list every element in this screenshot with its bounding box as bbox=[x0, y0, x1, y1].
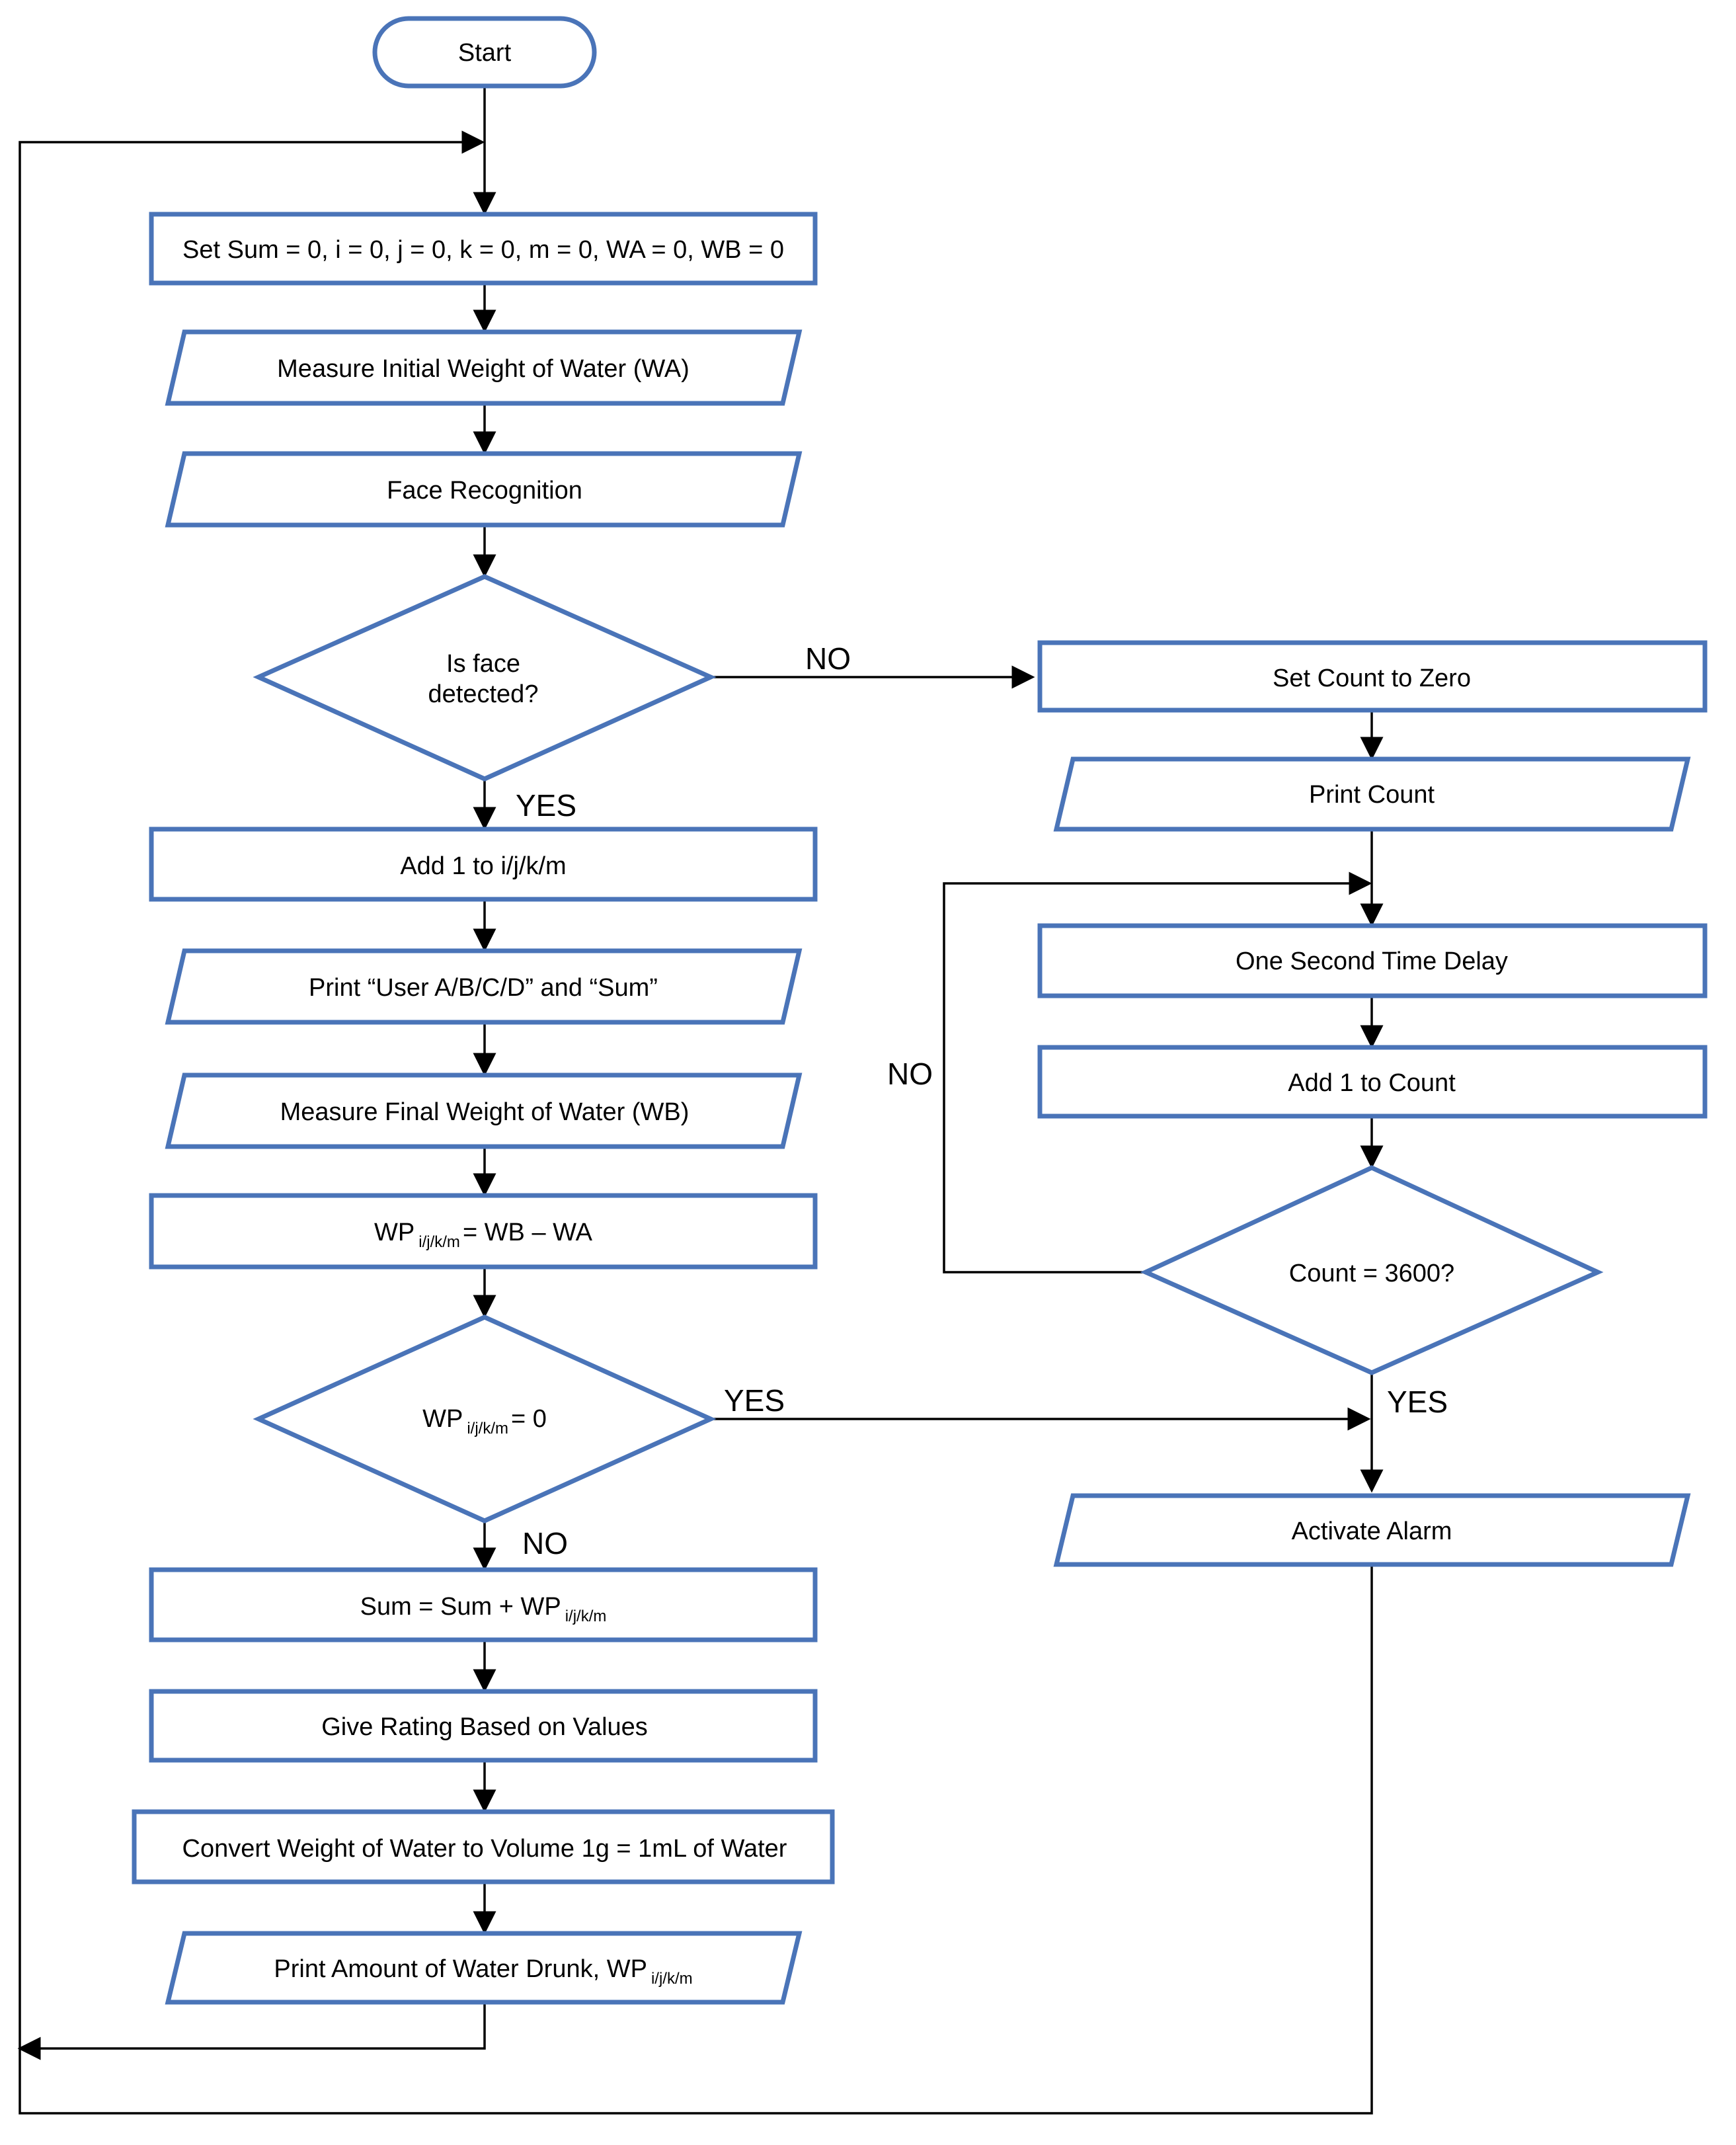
node-start: Start bbox=[372, 16, 597, 89]
node-set-count-zero-label: Set Count to Zero bbox=[1273, 665, 1471, 692]
edge-label-count-no: NO bbox=[887, 1057, 933, 1091]
edge-label-face-no: NO bbox=[805, 641, 851, 676]
node-wp-calc-subscript: i/j/k/m bbox=[418, 1233, 460, 1251]
node-sum-update-subscript: i/j/k/m bbox=[565, 1607, 607, 1625]
edges bbox=[17, 87, 1384, 2115]
edge-loop-back-left bbox=[17, 2003, 486, 2060]
node-one-second-delay-label: One Second Time Delay bbox=[1236, 948, 1508, 975]
node-print-count: Print Count bbox=[1053, 756, 1691, 832]
edge-label-count-yes: YES bbox=[1387, 1385, 1448, 1419]
node-measure-initial: Measure Initial Weight of Water (WA) bbox=[165, 329, 803, 406]
node-print-amount-main: Print Amount of Water Drunk, WP bbox=[274, 1955, 647, 1983]
node-face-recognition-label: Face Recognition bbox=[387, 477, 582, 505]
node-count-check: Count = 3600? bbox=[1140, 1165, 1604, 1375]
node-measure-final: Measure Final Weight of Water (WB) bbox=[165, 1072, 803, 1149]
node-print-count-label: Print Count bbox=[1309, 781, 1435, 809]
node-is-face-label-line2: detected? bbox=[428, 680, 539, 708]
node-convert-label: Convert Weight of Water to Volume 1g = 1… bbox=[182, 1835, 787, 1863]
node-print-amount-subscript: i/j/k/m bbox=[651, 1970, 693, 1988]
node-give-rating-label: Give Rating Based on Values bbox=[321, 1713, 648, 1741]
node-add-one-user-label: Add 1 to i/j/k/m bbox=[400, 852, 566, 880]
node-measure-initial-label: Measure Initial Weight of Water (WA) bbox=[277, 355, 690, 383]
node-one-second-delay: One Second Time Delay bbox=[1037, 923, 1708, 998]
node-add-one-count: Add 1 to Count bbox=[1037, 1045, 1708, 1119]
node-wp-calc-rest: = WB – WA bbox=[463, 1219, 593, 1246]
edge-count-no-loop bbox=[943, 871, 1372, 1274]
node-measure-final-label: Measure Final Weight of Water (WB) bbox=[280, 1098, 690, 1126]
node-wp-zero-subscript: i/j/k/m bbox=[467, 1420, 508, 1437]
node-activate-alarm: Activate Alarm bbox=[1053, 1493, 1691, 1567]
node-init-label: Set Sum = 0, i = 0, j = 0, k = 0, m = 0,… bbox=[182, 236, 784, 264]
node-add-one-count-label: Add 1 to Count bbox=[1288, 1069, 1456, 1097]
node-init: Set Sum = 0, i = 0, j = 0, k = 0, m = 0,… bbox=[149, 212, 818, 286]
node-sum-update-main: Sum = Sum + WP bbox=[360, 1593, 561, 1621]
node-start-label: Start bbox=[458, 39, 512, 67]
node-print-user: Print “User A/B/C/D” and “Sum” bbox=[165, 948, 803, 1025]
node-is-face-label-line1: Is face bbox=[446, 650, 520, 678]
node-print-user-label: Print “User A/B/C/D” and “Sum” bbox=[309, 974, 658, 1002]
node-is-face-detected: Is face detected? bbox=[253, 574, 717, 782]
node-activate-alarm-label: Activate Alarm bbox=[1292, 1518, 1452, 1545]
node-wp-zero-rest: = 0 bbox=[511, 1405, 547, 1433]
edge-label-wp-yes: YES bbox=[724, 1383, 785, 1418]
node-give-rating: Give Rating Based on Values bbox=[149, 1689, 818, 1763]
edge-labels: NO YES NO YES YES NO bbox=[516, 641, 1448, 1560]
edge-label-face-yes: YES bbox=[516, 788, 576, 823]
node-count-check-label: Count = 3600? bbox=[1289, 1260, 1454, 1287]
node-wp-calc-main: WP bbox=[374, 1219, 414, 1246]
edge-label-wp-no: NO bbox=[522, 1526, 568, 1560]
edge-left-return-to-top bbox=[19, 130, 485, 2048]
node-set-count-zero: Set Count to Zero bbox=[1037, 640, 1708, 713]
node-convert: Convert Weight of Water to Volume 1g = 1… bbox=[132, 1809, 835, 1884]
node-wp-zero-main: WP bbox=[422, 1405, 463, 1433]
node-face-recognition: Face Recognition bbox=[165, 451, 803, 528]
node-add-one-user: Add 1 to i/j/k/m bbox=[149, 827, 818, 902]
edge-alarm-to-bottom bbox=[19, 1566, 1373, 2115]
